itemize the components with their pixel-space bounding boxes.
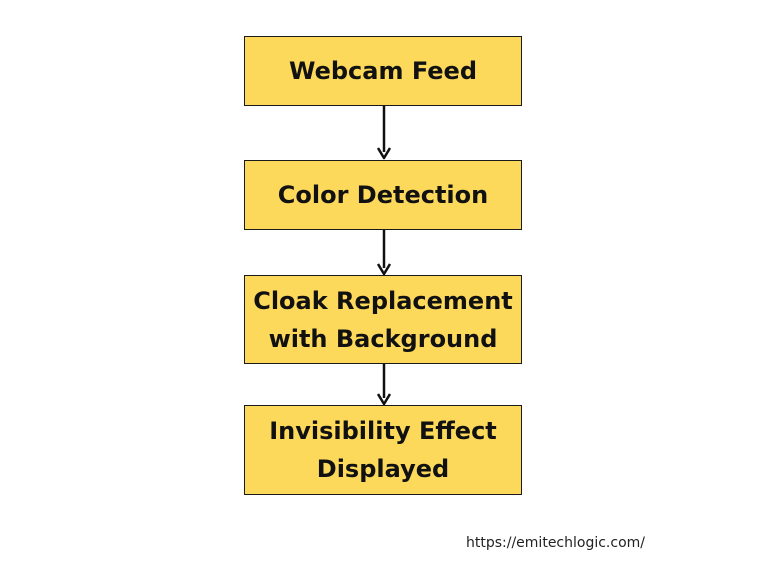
- arrow-cloak-to-invisibility: [376, 364, 392, 406]
- source-url: https://emitechlogic.com/: [466, 535, 645, 551]
- arrow-color-to-cloak: [376, 230, 392, 276]
- arrow-webcam-to-color: [376, 106, 392, 160]
- step-label: Cloak Replacement with Background: [253, 286, 513, 353]
- step-label: Webcam Feed: [288, 57, 477, 85]
- step-label: Color Detection: [277, 181, 489, 209]
- step-box-cloak-replacement: Cloak Replacement with Background: [244, 275, 522, 364]
- step-box-invisibility-effect: Invisibility Effect Displayed: [244, 405, 522, 495]
- step-box-color-detection: Color Detection: [244, 160, 522, 230]
- step-label: Invisibility Effect Displayed: [269, 417, 497, 483]
- step-box-webcam-feed: Webcam Feed: [244, 36, 522, 106]
